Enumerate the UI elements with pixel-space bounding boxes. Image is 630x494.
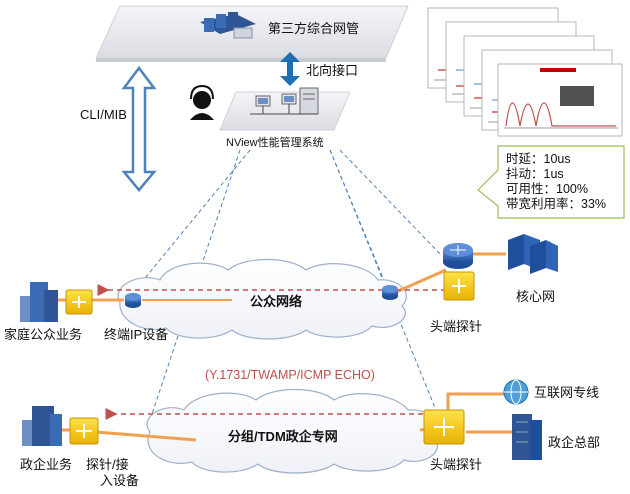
operator-headset-icon <box>190 84 214 120</box>
public-network-cloud <box>117 258 407 340</box>
cli-mib-label: CLI/MIB <box>80 107 127 122</box>
building-icon <box>20 282 58 322</box>
metric-availability-value: 100% <box>556 182 588 196</box>
core-server-icon <box>508 234 558 274</box>
metric-jitter-value: 1us <box>543 167 564 181</box>
metric-bandwidth: 带宽利用率：33% <box>506 198 606 211</box>
enterprise-service-label: 政企业务 <box>20 457 73 472</box>
internet-line-label: 互联网专线 <box>534 385 600 400</box>
nview-label: NView性能管理系统 <box>226 137 324 149</box>
probe-access-label-2: 入设备 <box>100 473 140 488</box>
home-service-label: 家庭公众业务 <box>4 327 83 342</box>
router-icon <box>443 243 473 269</box>
nms-label: 第三方综合网管 <box>268 21 360 36</box>
metric-jitter-label: 抖动： <box>506 167 544 181</box>
metric-bandwidth-value: 33% <box>581 197 607 211</box>
probe-access-label-1: 探针/接 <box>86 457 129 472</box>
metric-jitter: 抖动：1us <box>506 168 564 181</box>
protocols-label: (Y.1731/TWAMP/ICMP ECHO) <box>205 368 375 382</box>
metric-availability-label: 可用性： <box>506 182 557 196</box>
northbound-arrow <box>280 52 300 86</box>
metrics-callout <box>477 145 625 219</box>
cli-mib-arrow <box>121 65 157 192</box>
core-net-label: 核心网 <box>516 289 556 304</box>
building-icon <box>22 406 62 446</box>
server-cluster-icon <box>200 12 256 39</box>
head-probe-bottom-label: 头端探针 <box>430 457 483 472</box>
public-net-label: 公众网络 <box>250 294 303 309</box>
packet-tdm-label: 分组/TDM政企专网 <box>228 429 338 444</box>
head-probe-top-label: 头端探针 <box>430 319 483 334</box>
probe-device-icon <box>65 289 93 315</box>
metric-availability: 可用性：100% <box>506 183 588 196</box>
northbound-label: 北向接口 <box>306 63 359 78</box>
metric-latency-value: 10us <box>543 152 571 166</box>
probe-device-icon <box>69 417 99 445</box>
router-icon <box>125 293 141 308</box>
performance-charts <box>427 7 623 137</box>
workstation-server-icon <box>250 87 319 115</box>
enterprise-hq-label: 政企总部 <box>548 435 601 450</box>
terminal-ip-label: 终端IP设备 <box>104 327 169 342</box>
metric-latency: 时延：10us <box>506 153 571 166</box>
router-icon <box>382 285 398 300</box>
probe-device-icon <box>443 271 475 301</box>
globe-icon <box>503 379 529 405</box>
metric-bandwidth-label: 带宽利用率： <box>506 197 582 211</box>
probe-device-icon <box>423 409 465 445</box>
metric-latency-label: 时延： <box>506 152 544 166</box>
building-icon <box>512 414 542 460</box>
